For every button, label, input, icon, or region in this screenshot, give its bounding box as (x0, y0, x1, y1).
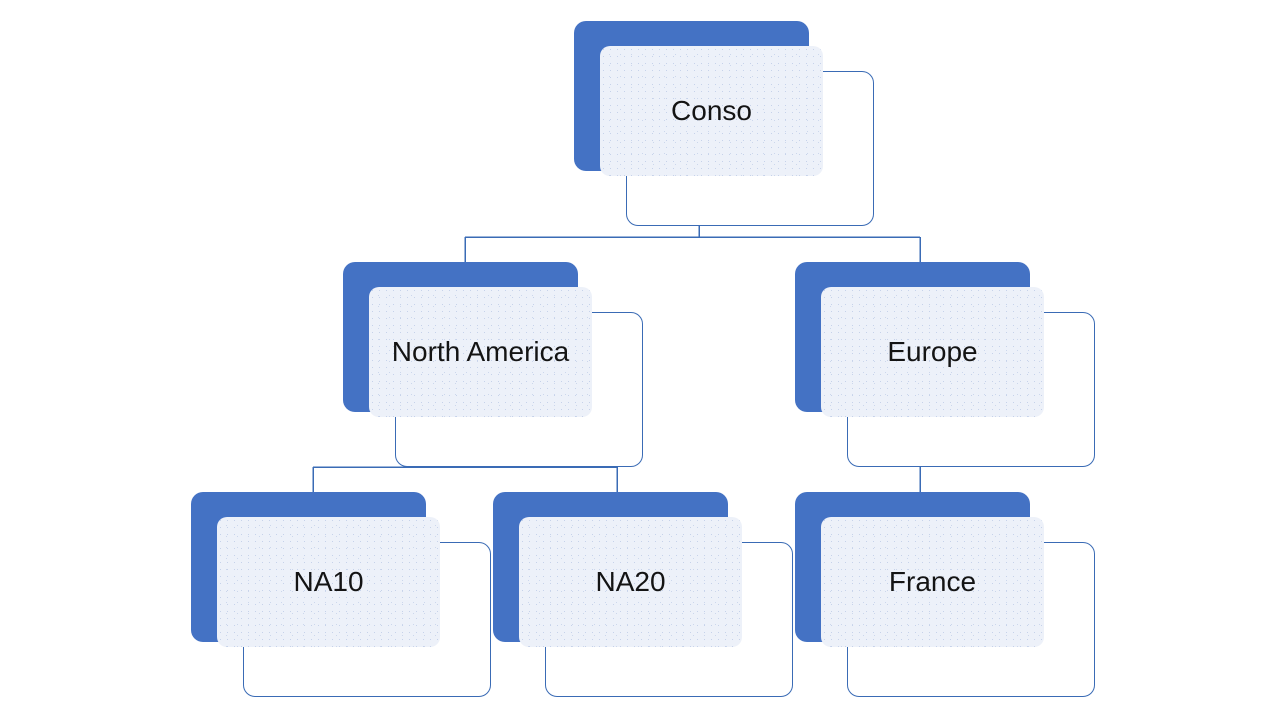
node-panel: NA20 (519, 517, 742, 647)
node-panel: North America (369, 287, 592, 417)
node-panel: France (821, 517, 1044, 647)
node-panel: Europe (821, 287, 1044, 417)
org-node-label: NA10 (293, 566, 364, 597)
org-node-label: North America (391, 336, 570, 367)
node-panel: NA10 (217, 517, 440, 647)
org-node-label: NA20 (595, 566, 666, 597)
org-node-label: Europe (887, 336, 978, 367)
org-node-label: Conso (671, 95, 752, 126)
org-node-label: France (888, 566, 977, 597)
node-panel: Conso (600, 46, 823, 176)
